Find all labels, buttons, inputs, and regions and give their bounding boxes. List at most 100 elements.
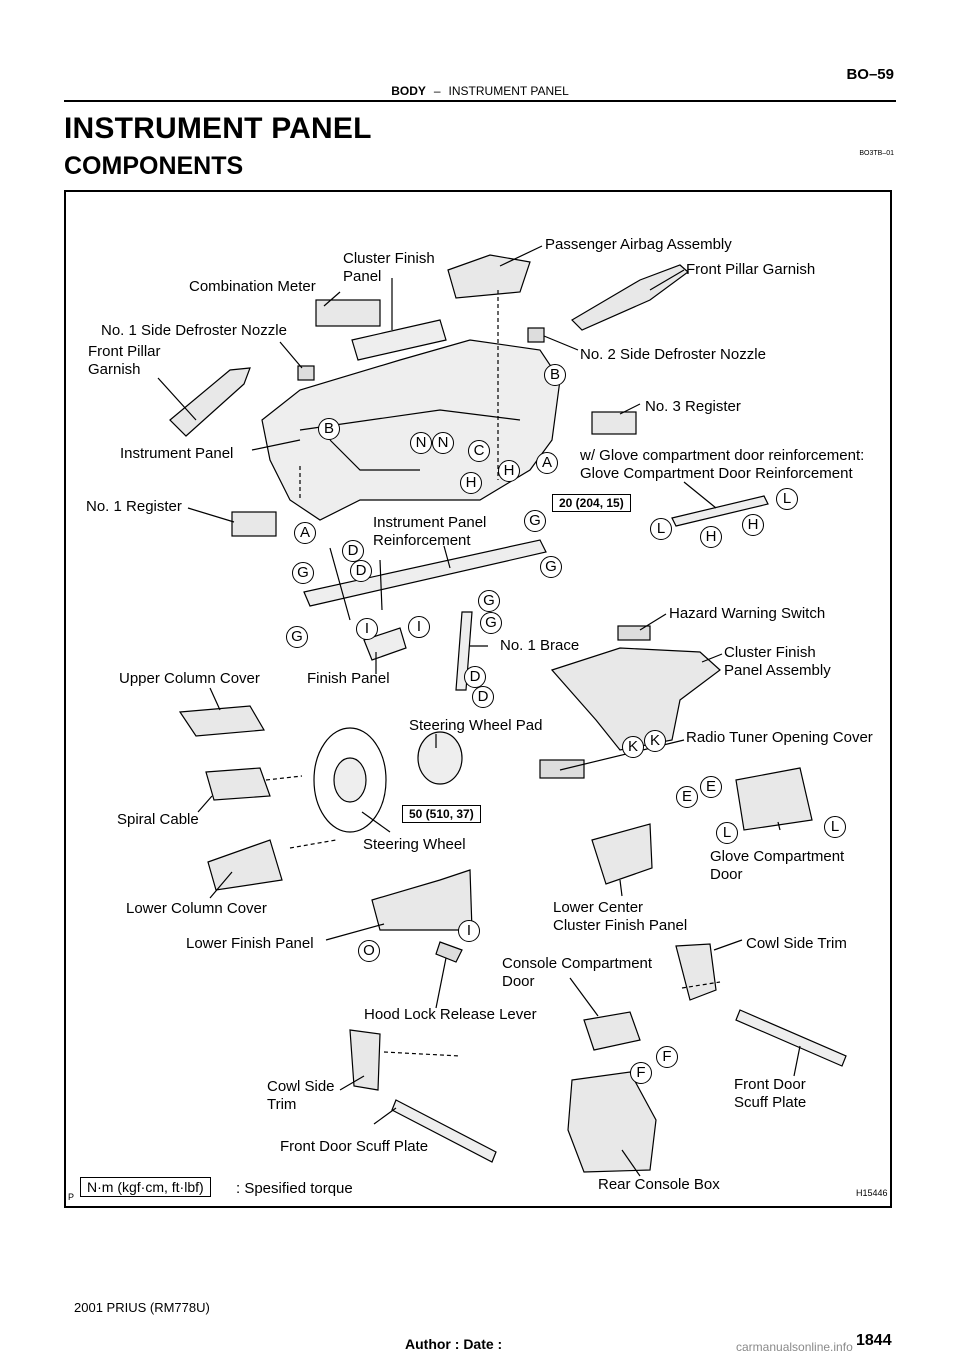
p-mark: P [68, 1192, 75, 1202]
label-cowl-side-trim-l: Cowl Side Trim [267, 1078, 335, 1113]
clip-letter-G: G [286, 626, 308, 648]
label-cluster-finish-panel: Cluster Finish Panel [343, 250, 435, 285]
label-hazard-switch: Hazard Warning Switch [669, 605, 826, 622]
clip-letter-G: G [478, 590, 500, 612]
clip-letter-N: N [410, 432, 432, 454]
label-cowl-side-trim-r: Cowl Side Trim [746, 935, 847, 952]
clip-letter-L: L [716, 822, 738, 844]
label-ip-reinforcement: Instrument Panel Reinforcement [373, 514, 487, 549]
label-spiral-cable: Spiral Cable [117, 811, 199, 828]
clip-letter-G: G [480, 612, 502, 634]
label-glove-reinforcement: w/ Glove compartment door reinforcement:… [580, 447, 865, 482]
label-radio-tuner-cover: Radio Tuner Opening Cover [686, 729, 873, 746]
label-no3-register: No. 3 Register [645, 398, 741, 415]
page-title: INSTRUMENT PANEL [64, 112, 372, 145]
label-steering-wheel-pad: Steering Wheel Pad [409, 717, 543, 734]
clip-letter-F: F [630, 1062, 652, 1084]
clip-letter-D: D [342, 540, 364, 562]
clip-letter-N: N [432, 432, 454, 454]
clip-letter-A: A [294, 522, 316, 544]
label-finish-panel: Finish Panel [307, 670, 390, 687]
diagram-frame [64, 190, 892, 1208]
clip-letter-G: G [292, 562, 314, 584]
label-hood-lock-lever: Hood Lock Release Lever [364, 1006, 537, 1023]
legend-text: : Spesified torque [236, 1180, 353, 1197]
label-front-pillar-garnish-r: Front Pillar Garnish [686, 261, 816, 278]
page-number: 1844 [856, 1332, 892, 1349]
no1-register-drawing [231, 511, 277, 537]
label-glove-door: Glove Compartment Door [710, 848, 845, 883]
clip-letter-D: D [464, 666, 486, 688]
watermark: carmanualsonline.info [736, 1340, 853, 1354]
clip-letter-H: H [742, 514, 764, 536]
clip-letter-H: H [498, 460, 520, 482]
label-passenger-airbag: Passenger Airbag Assembly [545, 236, 732, 253]
clip-letter-L: L [650, 518, 672, 540]
figure-id: H15446 [856, 1188, 888, 1198]
lower-finish-panel-drawing [371, 869, 473, 931]
label-cluster-finish-assy: Cluster Finish Panel Assembly [724, 644, 831, 679]
clip-letter-O: O [358, 940, 380, 962]
document-id: BO3TB–01 [859, 150, 894, 157]
clip-letter-B: B [544, 364, 566, 386]
clip-letter-F: F [656, 1046, 678, 1068]
label-lower-center-cluster: Lower Center Cluster Finish Panel [553, 899, 688, 934]
label-no2-side-defroster: No. 2 Side Defroster Nozzle [580, 346, 766, 363]
label-no1-side-defroster: No. 1 Side Defroster Nozzle [101, 322, 287, 339]
rear-console-box-drawing [567, 1071, 657, 1173]
label-upper-column-cover: Upper Column Cover [119, 670, 260, 687]
clip-letter-C: C [468, 440, 490, 462]
airbag-drawing [447, 254, 531, 299]
page-code: BO–59 [846, 66, 894, 83]
label-front-door-scuff-l: Front Door Scuff Plate [280, 1138, 429, 1155]
steering-wheel-drawing [313, 727, 387, 833]
clip-letter-I: I [356, 618, 378, 640]
clip-letter-L: L [776, 488, 798, 510]
label-lower-finish-panel: Lower Finish Panel [186, 935, 314, 952]
label-combination-meter: Combination Meter [189, 278, 316, 295]
page-subtitle: COMPONENTS [64, 152, 244, 180]
torque-spec: 20 (204, 15) [552, 494, 631, 512]
glove-door-drawing [735, 767, 813, 831]
clip-letter-K: K [622, 736, 644, 758]
clip-letter-L: L [824, 816, 846, 838]
model-footer: 2001 PRIUS (RM778U) [74, 1300, 210, 1315]
clip-letter-A: A [536, 452, 558, 474]
label-front-pillar-garnish-l: Front Pillar Garnish [88, 343, 161, 378]
running-header: BODY–INSTRUMENT PANEL [0, 84, 960, 98]
label-lower-column-cover: Lower Column Cover [126, 900, 267, 917]
clip-letter-G: G [540, 556, 562, 578]
clip-letter-H: H [700, 526, 722, 548]
front-pillar-garnish-r-drawing [571, 264, 689, 331]
clip-letter-E: E [676, 786, 698, 808]
clip-letter-H: H [460, 472, 482, 494]
clip-letter-D: D [350, 560, 372, 582]
clip-letter-I: I [458, 920, 480, 942]
label-instrument-panel: Instrument Panel [120, 445, 234, 462]
header-rule [64, 100, 896, 102]
label-rear-console-box: Rear Console Box [598, 1176, 720, 1193]
header-subsection: INSTRUMENT PANEL [448, 84, 569, 98]
cluster-finish-assy-drawing [550, 647, 721, 751]
header-separator: – [433, 84, 441, 98]
clip-letter-K: K [644, 730, 666, 752]
torque-unit-legend: N·m (kgf·cm, ft·lbf) [80, 1177, 211, 1197]
torque-spec: 50 (510, 37) [402, 805, 481, 823]
label-console-door: Console Compartment Door [502, 955, 653, 990]
clip-letter-G: G [524, 510, 546, 532]
label-no1-brace: No. 1 Brace [500, 637, 580, 654]
header-section: BODY [391, 84, 426, 98]
clip-letter-E: E [700, 776, 722, 798]
clip-letter-I: I [408, 616, 430, 638]
cluster-finish-panel-drawing [351, 319, 447, 361]
ip-reinforcement-drawing [303, 539, 547, 607]
label-no1-register: No. 1 Register [86, 498, 182, 515]
clip-letter-B: B [318, 418, 340, 440]
front-pillar-garnish-l-drawing [169, 367, 251, 437]
author-date-footer: Author : Date : [405, 1336, 503, 1352]
clip-letter-D: D [472, 686, 494, 708]
label-steering-wheel: Steering Wheel [363, 836, 466, 853]
no3-register-drawing [591, 411, 637, 435]
label-front-door-scuff-r: Front Door Scuff Plate [734, 1076, 807, 1111]
